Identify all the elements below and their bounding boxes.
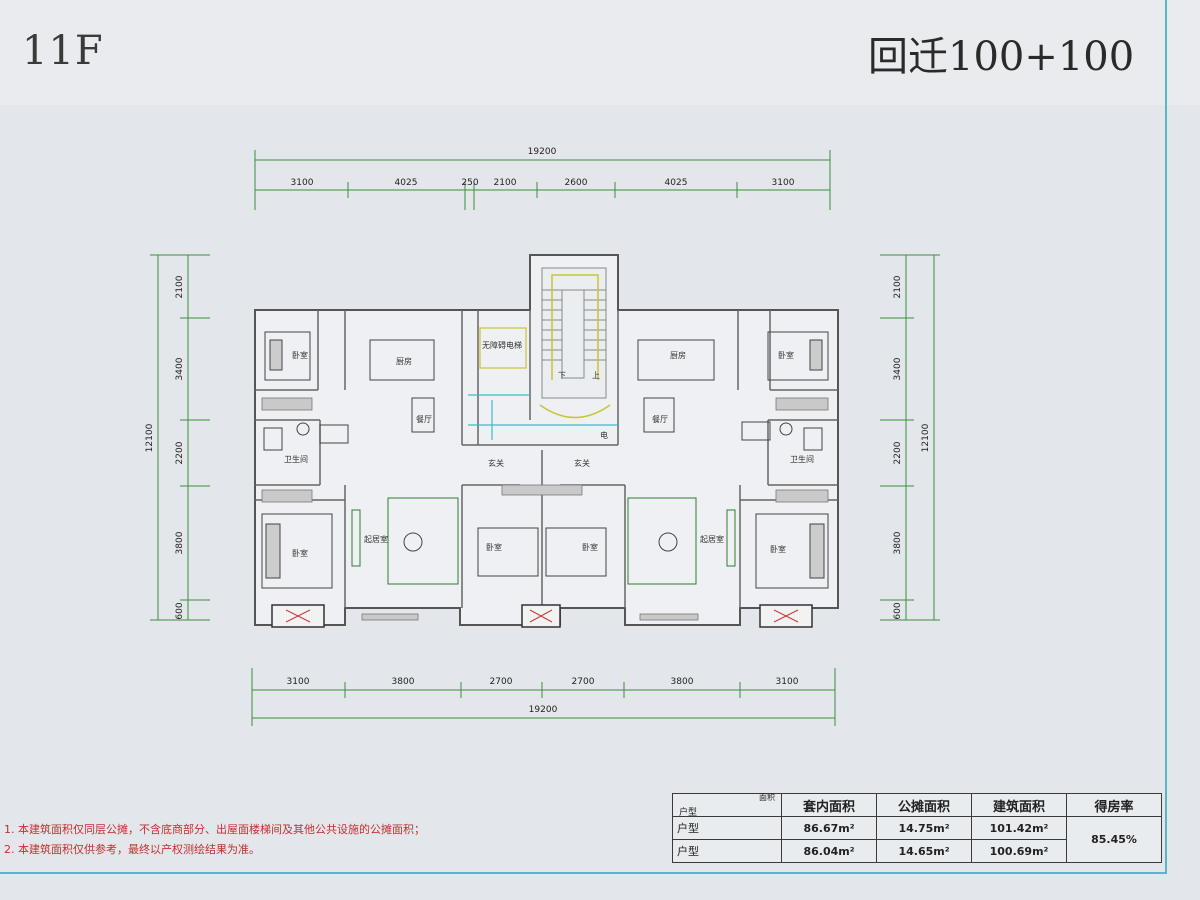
stair-up-label: 上 (592, 371, 600, 380)
room-bath-w: 卫生间 (284, 454, 308, 464)
room-dining-e: 餐厅 (652, 415, 668, 424)
drawing-frame (0, 0, 1167, 874)
dim-left-3: 2200 (175, 441, 185, 464)
room-entry-e: 玄关 (574, 458, 590, 468)
note-1: 1. 本建筑面积仅同层公摊，不含底商部分、出屋面楼梯间及其他公共设施的公摊面积； (4, 823, 425, 836)
dim-bottom-6: 3100 (776, 677, 799, 687)
dim-left-5: 600 (175, 602, 185, 619)
ratio-cell: 85.45% (1066, 816, 1162, 863)
header-inner-area: 套内面积 (781, 793, 877, 817)
dim-right-4: 3800 (893, 531, 903, 554)
row-1-shared: 14.75m² (876, 816, 972, 840)
area-table-corner: 面积 户型 (672, 793, 782, 818)
dimension-lines (150, 150, 940, 726)
elevator-box (479, 327, 527, 369)
area-table: 面积 户型 套内面积 公摊面积 建筑面积 得房率 户型 86.67m² 14.7… (672, 793, 1162, 863)
dim-left-2: 3400 (175, 357, 185, 380)
room-bedroom-ne: 卧室 (778, 350, 794, 360)
row-1-inner: 86.67m² (781, 816, 877, 840)
notes: 1. 本建筑面积仅同层公摊，不含底商部分、出屋面楼梯间及其他公共设施的公摊面积；… (4, 820, 425, 860)
note-2: 2. 本建筑面积仅供参考，最终以产权测绘结果为准。 (4, 843, 260, 856)
room-bedroom-sc2: 卧室 (582, 542, 598, 552)
row-2-inner: 86.04m² (781, 839, 877, 863)
dim-bottom-5: 3800 (671, 677, 694, 687)
row-2-type: 户型 (672, 839, 782, 863)
header-shared-area: 公摊面积 (876, 793, 972, 817)
floor-label: 11F (22, 28, 104, 74)
furniture-left (261, 331, 539, 589)
room-bath-e: 卫生间 (790, 454, 814, 464)
room-elevator: 无障碍电梯 (482, 340, 522, 350)
dim-top-total: 19200 (528, 147, 557, 157)
project-label: 回迁100+100 (868, 34, 1135, 80)
room-kitchen-e: 厨房 (670, 350, 686, 360)
furniture-right (545, 331, 829, 589)
dim-right-2: 3400 (893, 357, 903, 380)
dim-right-1: 2100 (893, 275, 903, 298)
row-1-total: 101.42m² (971, 816, 1067, 840)
dim-top-6: 4025 (665, 178, 688, 188)
dim-bottom-3: 2700 (490, 677, 513, 687)
header-total-area: 建筑面积 (971, 793, 1067, 817)
dim-right-5: 600 (893, 602, 903, 619)
room-living-e: 起居室 (700, 534, 724, 544)
ac-marks (285, 609, 799, 623)
row-1-type: 户型 (672, 816, 782, 840)
room-elec: 电 (600, 430, 608, 440)
room-dining-w: 餐厅 (416, 415, 432, 424)
room-bedroom-sw: 卧室 (292, 548, 308, 558)
dim-right-total: 12100 (921, 423, 931, 452)
stair-path-marker (539, 274, 611, 419)
dim-left-1: 2100 (175, 275, 185, 298)
dim-top-5: 2600 (565, 178, 588, 188)
header-band (0, 0, 1200, 105)
dim-bottom-total: 19200 (529, 705, 558, 715)
dim-right-3: 2200 (893, 441, 903, 464)
corridor-lines (468, 394, 618, 440)
interior-walls (255, 310, 838, 608)
stair-down-label: 下 (558, 371, 566, 380)
dim-top-1: 3100 (291, 178, 314, 188)
dim-top-2: 4025 (395, 178, 418, 188)
room-bedroom-nw: 卧室 (292, 350, 308, 360)
table-row: 户型 86.04m² 14.65m² 100.69m² (672, 839, 1162, 863)
dim-top-3: 250 (461, 178, 478, 188)
dim-top-4: 2100 (494, 178, 517, 188)
dim-bottom-2: 3800 (392, 677, 415, 687)
room-bedroom-se: 卧室 (770, 544, 786, 554)
room-entry-w: 玄关 (488, 458, 504, 468)
table-row: 户型 86.67m² 14.75m² 101.42m² 85.45% (672, 816, 1162, 863)
area-table-header: 面积 户型 套内面积 公摊面积 建筑面积 得房率 (672, 793, 1162, 818)
row-2-total: 100.69m² (971, 839, 1067, 863)
dim-left-total: 12100 (145, 423, 155, 452)
room-kitchen-w: 厨房 (396, 356, 412, 366)
dim-bottom-1: 3100 (287, 677, 310, 687)
dim-top-7: 3100 (772, 178, 795, 188)
dim-left-4: 3800 (175, 531, 185, 554)
header-ratio: 得房率 (1066, 793, 1162, 817)
room-living-w: 起居室 (364, 534, 388, 544)
window-bands (261, 397, 829, 621)
room-bedroom-sc1: 卧室 (486, 542, 502, 552)
dim-bottom-4: 2700 (572, 677, 595, 687)
row-2-shared: 14.65m² (876, 839, 972, 863)
